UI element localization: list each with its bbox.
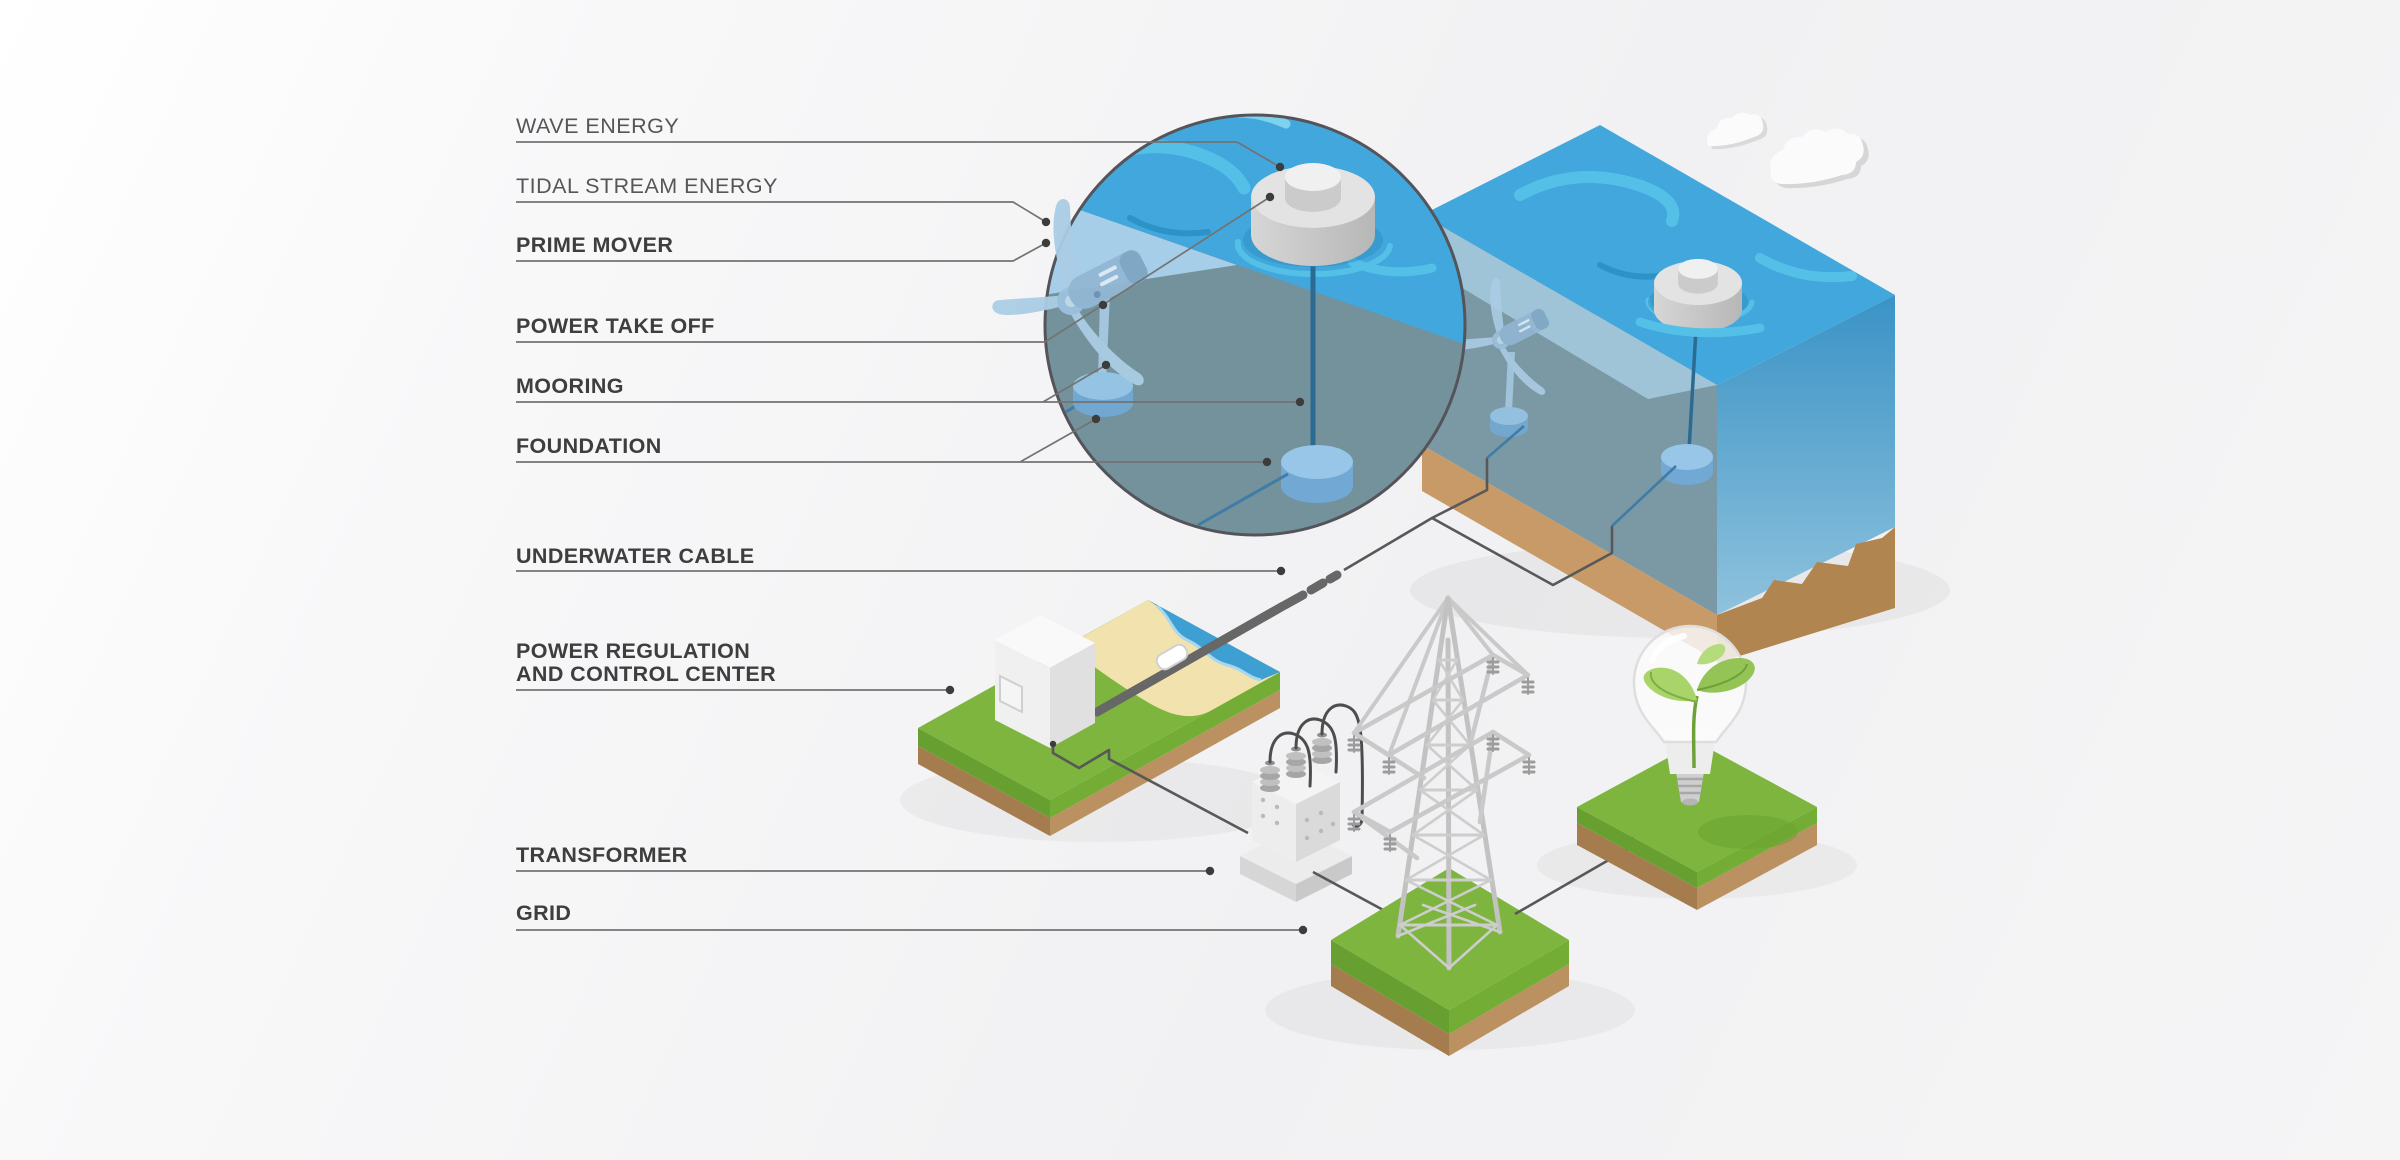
building-window: [999, 674, 1023, 714]
leader-foundation: [516, 418, 1267, 463]
bulb-platform: [1577, 742, 1817, 910]
label-transformer: TRANSFORMER: [516, 843, 688, 867]
sprout: [1643, 644, 1755, 769]
label-power-take-off: POWER TAKE OFF: [516, 314, 715, 338]
seabed-front: [1422, 445, 1717, 661]
ocean-right-face: [1717, 295, 1895, 615]
buoy-mooring-magnified: [1281, 238, 1353, 503]
ocean-block: [1422, 125, 1895, 663]
tidal-turbine-small: [1449, 277, 1549, 437]
seabed-right: [1717, 527, 1895, 663]
label-control-center: POWER REGULATION AND CONTROL CENTER: [516, 640, 776, 686]
leader-lines: [516, 141, 1303, 931]
underwater-cable-landing: [1092, 601, 1288, 717]
leader-wave-energy: [516, 141, 1281, 168]
wave-energy-buoy-small: [1648, 258, 1748, 332]
export-cable-lines: [1343, 458, 1614, 587]
leader-tidal-stream: [516, 201, 1047, 223]
leader-dots: [945, 162, 1308, 935]
label-wave-energy: WAVE ENERGY: [516, 114, 680, 138]
label-control-center-line2: AND CONTROL CENTER: [516, 662, 777, 686]
light-bulb-sprout: [1632, 624, 1755, 806]
transformer-bushings: [1260, 732, 1332, 792]
clouds: [1707, 112, 1869, 189]
wave-energy-buoy-magnified: [1243, 163, 1383, 267]
cable-connector: [1155, 643, 1189, 671]
label-grid: GRID: [516, 901, 572, 925]
label-underwater-cable: UNDERWATER CABLE: [516, 544, 755, 568]
cloud-icon: [1707, 112, 1768, 150]
label-prime-mover: PRIME MOVER: [516, 233, 674, 257]
magnifier-circle: [990, 113, 1467, 537]
magnifier-ring: [1043, 113, 1467, 537]
control-building: [995, 615, 1095, 748]
seabed-cables: [1486, 425, 1677, 527]
transformer: [1240, 703, 1364, 902]
label-tidal-stream: TIDAL STREAM ENERGY: [516, 174, 778, 198]
transmission-tower: [1347, 595, 1536, 971]
leader-prime-mover: [516, 242, 1047, 262]
leader-mooring: [516, 364, 1300, 403]
cloud-icon: [1770, 128, 1869, 189]
label-foundation: FOUNDATION: [516, 434, 662, 458]
leader-power-take-off: [516, 196, 1271, 343]
underwater-cable: [1280, 570, 1342, 610]
cable-to-transformer: [1049, 740, 1249, 835]
label-mooring: MOORING: [516, 374, 624, 398]
label-control-center-line1: POWER REGULATION: [516, 639, 751, 663]
coast-water: [1148, 600, 1280, 680]
